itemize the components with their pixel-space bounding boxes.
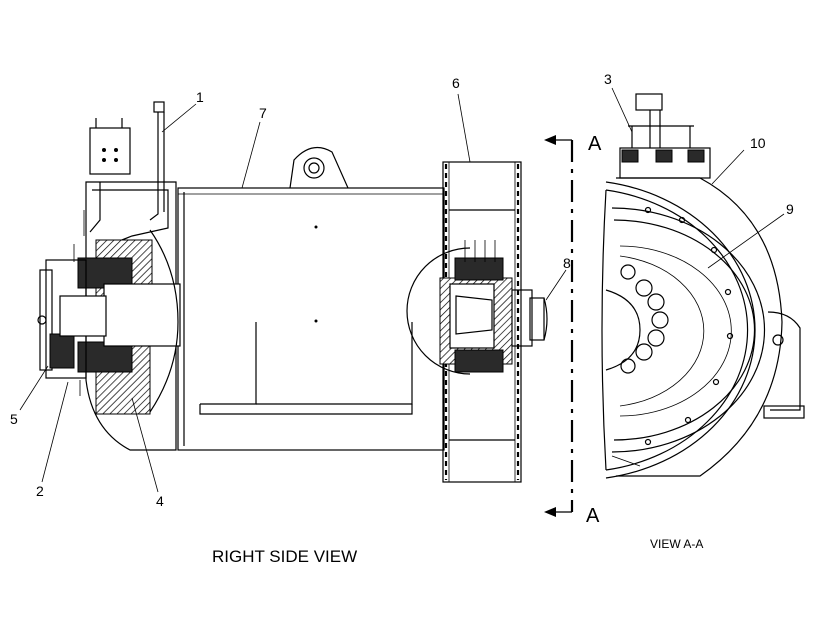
- section-line-a-a: [544, 135, 574, 517]
- section-label-bottom: A: [586, 505, 600, 527]
- lifting-eye: [289, 146, 349, 189]
- top-terminals: [619, 93, 711, 179]
- view-a-a-title: VIEW A-A: [650, 537, 703, 551]
- leader-lines-view-a-a: [611, 87, 785, 269]
- flywheel-housing: [601, 177, 805, 479]
- right-side-view-title: RIGHT SIDE VIEW: [212, 547, 357, 566]
- leader-lines: [19, 93, 567, 493]
- callout-9: 9: [786, 201, 794, 217]
- view-a-a: [601, 87, 805, 479]
- callout-5: 5: [10, 411, 18, 427]
- callout-1: 1: [196, 89, 204, 105]
- callout-labels: 1 7 6 8 5 2 4 3 10 9: [10, 71, 794, 509]
- callout-10: 10: [750, 135, 766, 151]
- callout-8: 8: [563, 255, 571, 271]
- exciter-end: [37, 101, 181, 451]
- callout-7: 7: [259, 105, 267, 121]
- section-labels: A A: [586, 133, 602, 527]
- generator-housing: [177, 187, 445, 451]
- callout-4: 4: [156, 493, 164, 509]
- callout-2: 2: [36, 483, 44, 499]
- right-side-view: [19, 93, 574, 517]
- fan-hub: [406, 240, 548, 375]
- callout-6: 6: [452, 75, 460, 91]
- callout-3: 3: [604, 71, 612, 87]
- section-label-top: A: [588, 133, 602, 155]
